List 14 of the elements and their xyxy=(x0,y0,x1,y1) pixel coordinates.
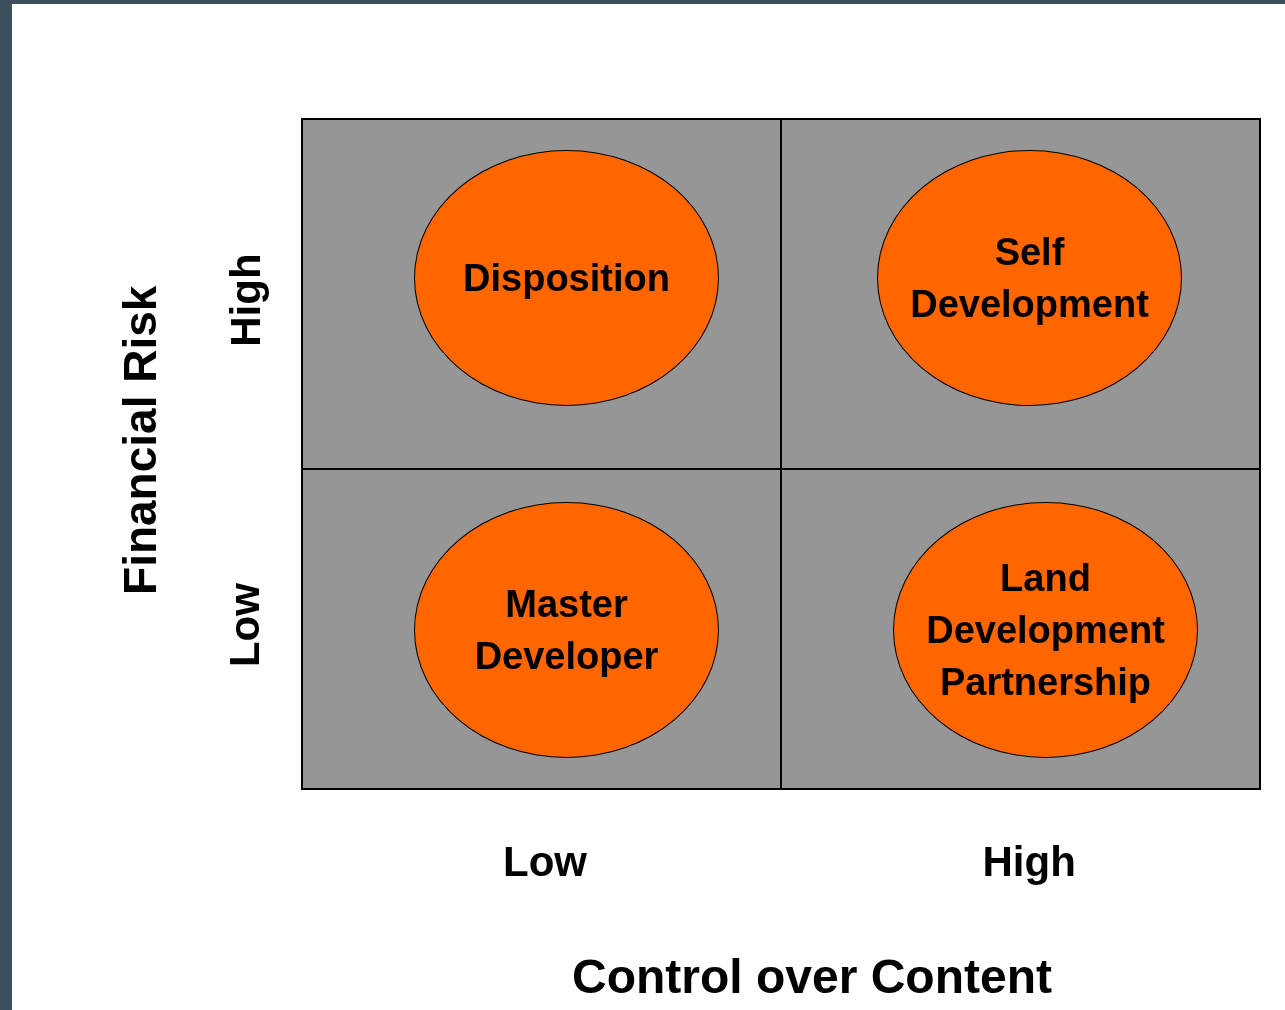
quadrant-cell xyxy=(301,468,782,790)
axis-tick-label: High xyxy=(222,253,269,347)
category-label: Self Development xyxy=(909,230,1150,327)
category-label: Master Developer xyxy=(473,582,660,679)
quadrant-cell xyxy=(780,118,1261,470)
axis-tick-label: Low xyxy=(221,583,269,668)
category-label: Disposition xyxy=(462,256,671,301)
category-label: Land Development Partnership xyxy=(925,556,1166,705)
axis-title: Financial Risk xyxy=(114,285,166,595)
axis-tick-label: High xyxy=(982,839,1076,886)
quadrant-cell xyxy=(301,118,782,470)
axis-title: Control over Content xyxy=(572,950,1052,1004)
axis-tick-label: Low xyxy=(503,839,587,886)
quadrant-cell xyxy=(780,468,1261,790)
